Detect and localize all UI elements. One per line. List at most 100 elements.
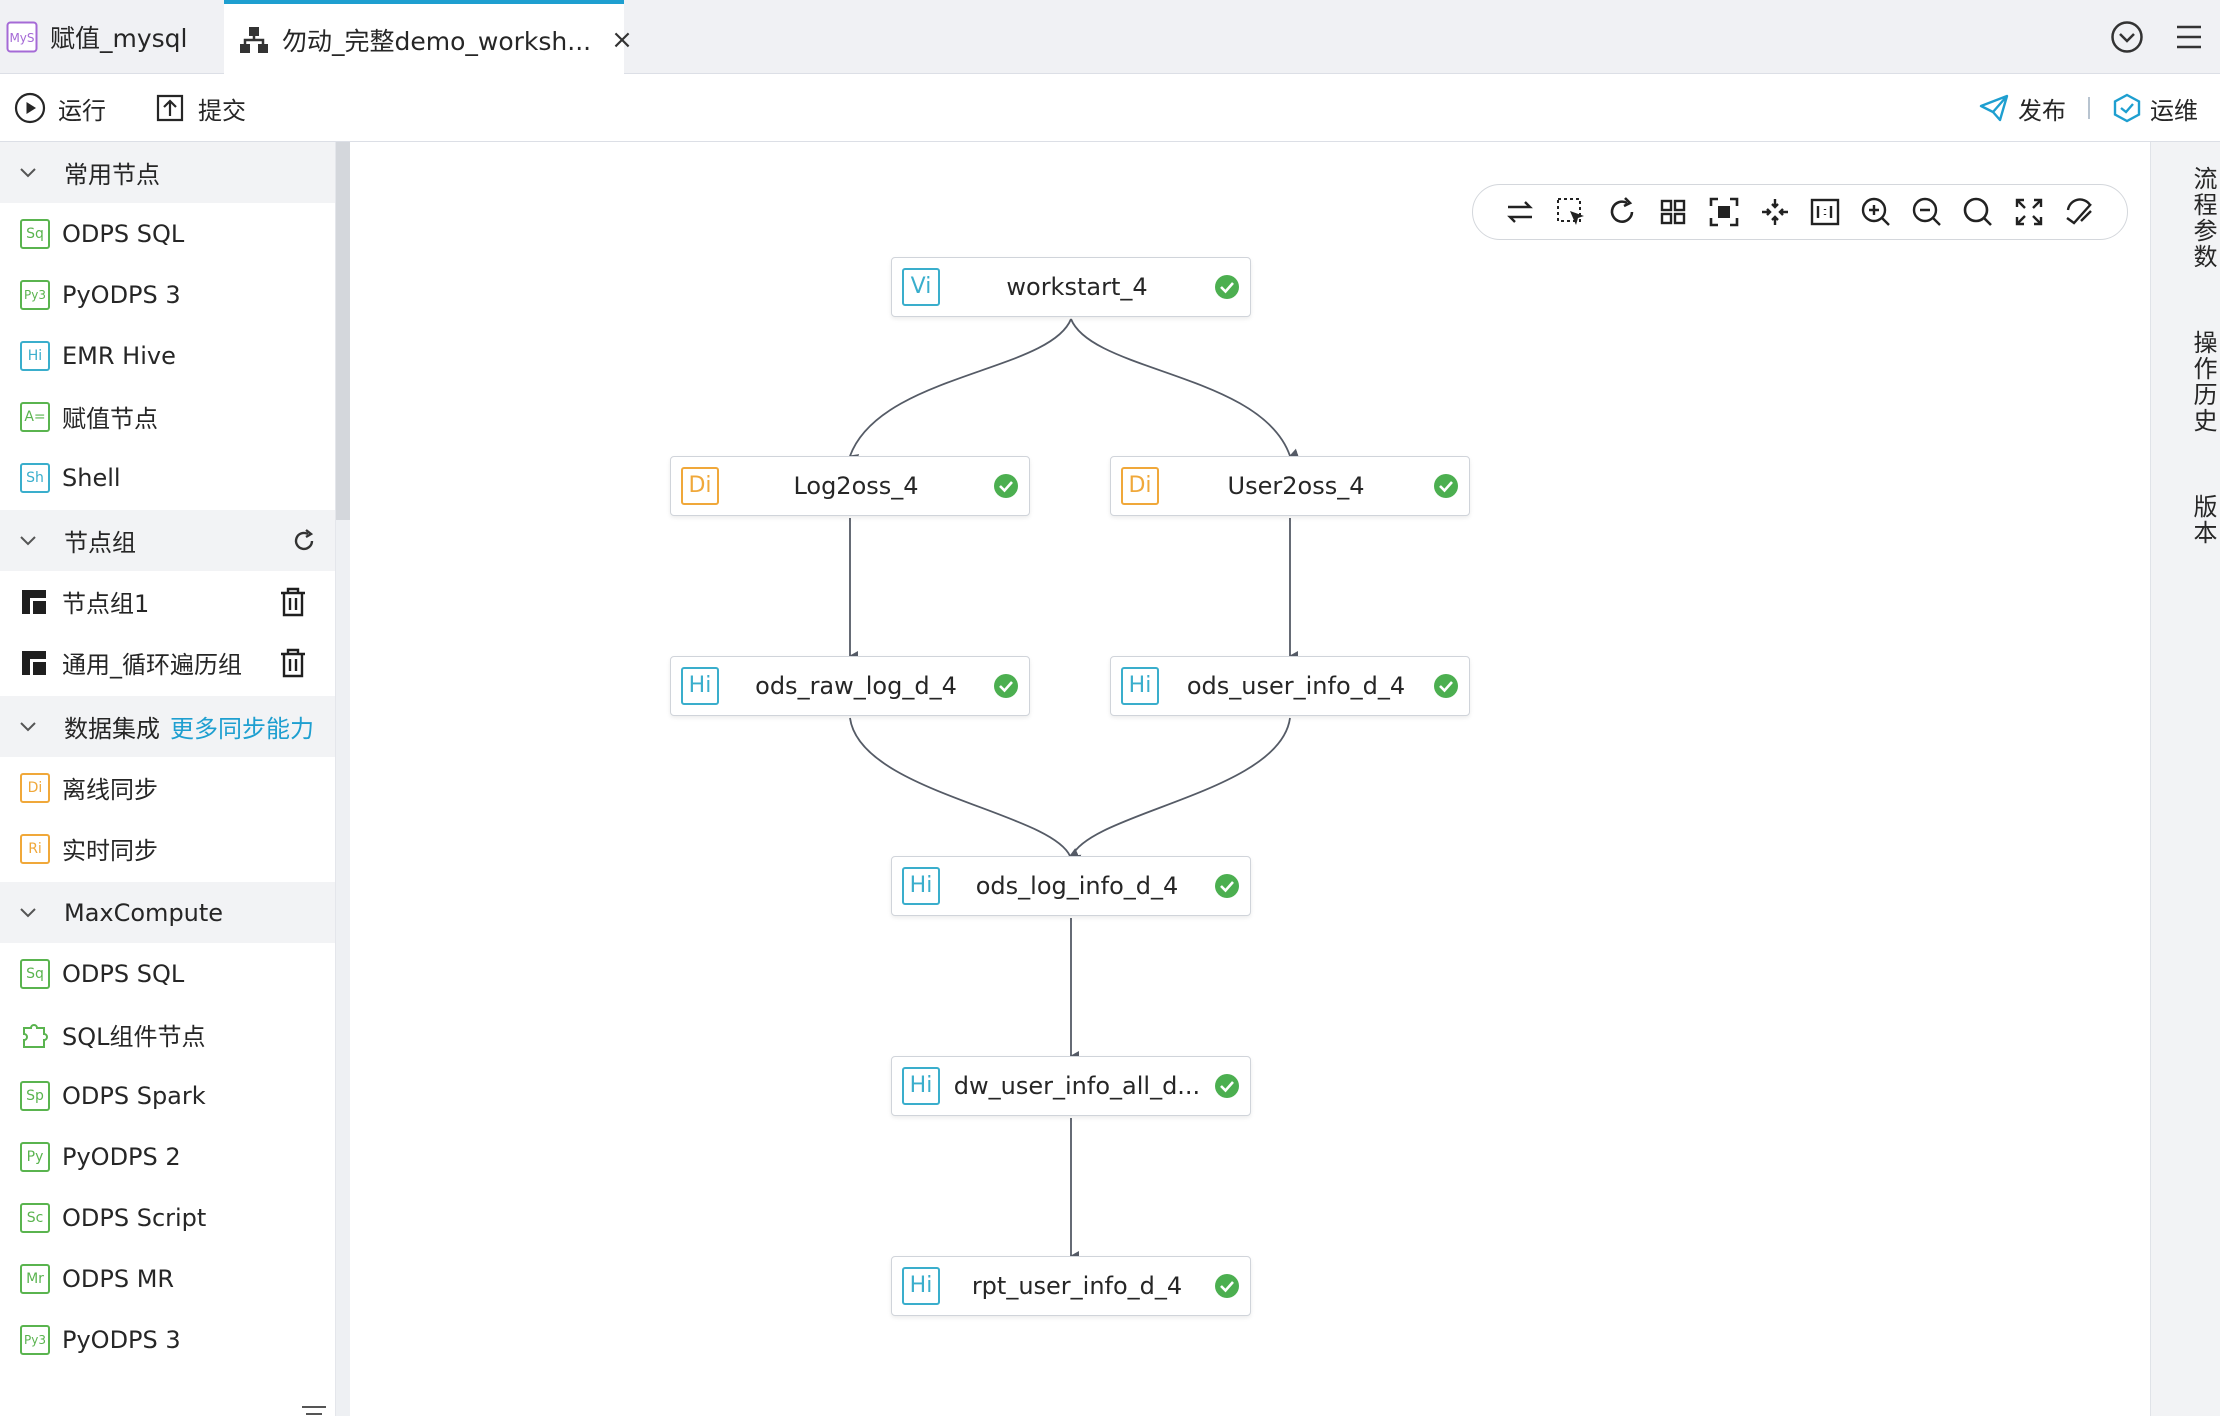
publish-button[interactable]: 发布: [1978, 78, 2066, 139]
script-badge-icon: Sc: [20, 1202, 50, 1233]
actual-size-icon[interactable]: [1809, 196, 1841, 228]
search-icon[interactable]: [1962, 196, 1994, 228]
item-label: PyODPS 2: [62, 1142, 181, 1171]
chevron-down-icon: [20, 535, 36, 545]
dag-node-workstart[interactable]: Vi workstart_4: [891, 257, 1251, 317]
dag-node-log2oss[interactable]: Di Log2oss_4: [670, 456, 1030, 516]
node-label: User2oss_4: [1227, 472, 1365, 500]
assign-badge-icon: A=: [20, 401, 50, 432]
sidebar-item-sql-component[interactable]: SQL组件节点: [0, 1004, 335, 1065]
tab-bar: MyS 赋值_mysql 勿动_完整demo_worksh... ×: [0, 0, 2220, 75]
item-label: SQL组件节点: [62, 1023, 206, 1051]
node-label: Log2oss_4: [793, 472, 919, 500]
tab-version[interactable]: 版本: [2189, 494, 2217, 546]
tab-mysql[interactable]: MyS 赋值_mysql: [0, 0, 224, 74]
ri-badge-icon: Ri: [20, 833, 50, 864]
group-common-nodes[interactable]: 常用节点: [0, 142, 335, 203]
sidebar-scrollbar-thumb[interactable]: [336, 142, 350, 520]
tab-workflow[interactable]: 勿动_完整demo_worksh... ×: [224, 0, 633, 75]
fit-view-icon[interactable]: [1708, 196, 1740, 228]
zoom-in-icon[interactable]: [1860, 196, 1892, 228]
paper-plane-icon: [1979, 94, 2009, 122]
sidebar-item-assign[interactable]: A=赋值节点: [0, 386, 335, 447]
refresh-icon[interactable]: [291, 528, 317, 554]
success-icon: [994, 474, 1018, 498]
dag-node-dw-user-info[interactable]: Hi dw_user_info_all_d...: [891, 1056, 1251, 1116]
tab-flow-params[interactable]: 流程参数: [2189, 166, 2217, 270]
success-icon: [1434, 474, 1458, 498]
workflow-canvas[interactable]: [350, 142, 2150, 1416]
edge: [849, 318, 1072, 464]
submit-button[interactable]: 提交: [154, 74, 246, 142]
refresh-icon[interactable]: [1606, 196, 1638, 228]
success-icon: [1215, 1074, 1239, 1098]
sql-badge-icon: Sq: [20, 958, 50, 989]
ops-button[interactable]: 运维: [2112, 78, 2198, 139]
item-label: Shell: [62, 463, 121, 492]
zoom-out-icon[interactable]: [1911, 196, 1943, 228]
trash-icon[interactable]: [279, 587, 307, 617]
sidebar-item-realtime-sync[interactable]: Ri 实时同步: [0, 818, 335, 879]
tab-label: 赋值_mysql: [50, 24, 188, 53]
edit-check-icon[interactable]: [2064, 196, 2096, 228]
group-maxcompute[interactable]: MaxCompute: [0, 882, 335, 943]
sidebar-item-loop-group[interactable]: 通用_循环遍历组: [0, 632, 335, 693]
hive-badge-icon: Hi: [902, 1067, 940, 1105]
canvas-toolbar: [1472, 184, 2128, 240]
dag-node-ods-log-info[interactable]: Hi ods_log_info_d_4: [891, 856, 1251, 916]
hive-badge-icon: Hi: [20, 340, 50, 371]
grid-layout-icon[interactable]: [1657, 196, 1689, 228]
item-label: PyODPS 3: [62, 1325, 181, 1354]
sidebar-item-odps-sql[interactable]: Sq ODPS SQL: [0, 203, 335, 264]
node-label: ods_log_info_d_4: [975, 872, 1179, 900]
item-label: 实时同步: [62, 837, 158, 865]
run-button[interactable]: 运行: [14, 74, 106, 142]
python-badge-icon: Py3: [20, 279, 50, 310]
group-node-group[interactable]: 节点组: [0, 510, 335, 571]
spark-badge-icon: Sp: [20, 1080, 50, 1111]
node-group-icon: [22, 589, 46, 614]
menu-icon[interactable]: [2174, 22, 2204, 52]
dag-edges: [849, 318, 1300, 1261]
collapse-icon[interactable]: [300, 1404, 328, 1416]
swap-layout-icon[interactable]: [1504, 196, 1536, 228]
hive-badge-icon: Hi: [1121, 667, 1159, 705]
dag-node-user2oss[interactable]: Di User2oss_4: [1110, 456, 1470, 516]
publish-label: 发布: [2018, 96, 2066, 125]
puzzle-icon: [23, 1023, 48, 1048]
success-icon: [1215, 275, 1239, 299]
trash-icon[interactable]: [279, 648, 307, 678]
svg-text:MyS: MyS: [9, 31, 34, 45]
upload-icon: [156, 94, 184, 122]
submit-label: 提交: [198, 96, 246, 125]
center-icon[interactable]: [1759, 196, 1791, 228]
close-icon[interactable]: ×: [611, 24, 633, 55]
di-badge-icon: Di: [1121, 467, 1159, 505]
sidebar-item-node-group-1[interactable]: 节点组1: [0, 571, 335, 632]
box-select-icon[interactable]: [1555, 196, 1587, 228]
node-label: ods_user_info_d_4: [1186, 672, 1406, 700]
item-label: ODPS SQL: [62, 219, 185, 248]
fullscreen-icon[interactable]: [2013, 196, 2045, 228]
dag-node-rpt-user-info[interactable]: Hi rpt_user_info_d_4: [891, 1256, 1251, 1316]
group-data-integration[interactable]: 数据集成 更多同步能力: [0, 696, 335, 757]
divider: [2088, 97, 2090, 119]
chevron-down-circle-icon[interactable]: [2110, 20, 2144, 54]
more-sync-link[interactable]: 更多同步能力: [170, 715, 314, 743]
item-label: 通用_循环遍历组: [62, 651, 242, 679]
sql-badge-icon: Sq: [20, 218, 50, 249]
hive-badge-icon: Hi: [902, 867, 940, 905]
tab-operation-history[interactable]: 操作历史: [2189, 330, 2217, 434]
dag-node-ods-raw-log[interactable]: Hi ods_raw_log_d_4: [670, 656, 1030, 716]
dag-node-ods-user-info[interactable]: Hi ods_user_info_d_4: [1110, 656, 1470, 716]
